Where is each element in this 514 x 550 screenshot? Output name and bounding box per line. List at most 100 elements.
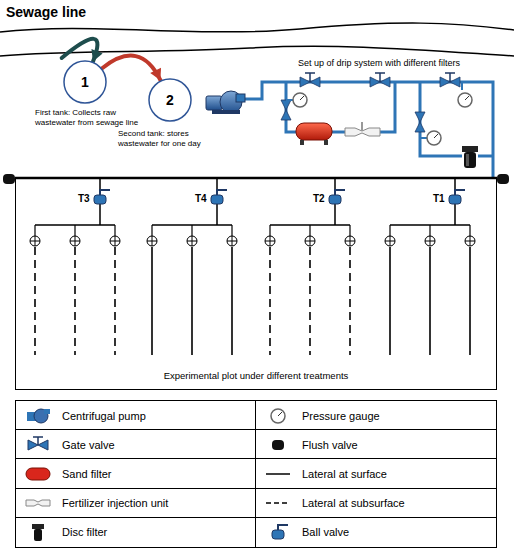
subsurface-lateral [74, 247, 76, 355]
connector-symbol [345, 236, 355, 246]
legend-symbol [264, 435, 292, 455]
ball-valve [329, 195, 341, 204]
connector-cross [465, 236, 475, 246]
sand-filter [296, 123, 332, 145]
connector-cross [425, 236, 435, 246]
arrowhead [150, 68, 161, 81]
flow-arrow [62, 39, 103, 62]
legend-text: Disc filter [62, 518, 107, 547]
connector-symbol [305, 236, 315, 246]
section-label: Set up of drip system with different fil… [298, 58, 460, 68]
treatment-label: T1 [433, 193, 445, 204]
drop-line [34, 225, 35, 236]
treatment-label: T3 [78, 193, 90, 204]
surface-lateral [429, 247, 431, 355]
node-text: Sewage line [6, 4, 86, 20]
pressure-gauge [286, 82, 472, 145]
connector-symbol [465, 236, 475, 246]
connector-cross [385, 236, 395, 246]
connector-cross [70, 236, 80, 246]
drop-line [191, 225, 192, 236]
connector-symbol [227, 236, 237, 246]
legend-text: Ball valve [302, 518, 349, 547]
centrifugal-pump [206, 91, 245, 114]
legend-cell: Lateral at subsurface [256, 489, 496, 518]
subsurface-lateral [309, 247, 311, 355]
flow-curve [102, 56, 160, 81]
surface-lateral [231, 247, 233, 355]
legend-cell: Centrifugal pump [16, 401, 256, 430]
drop-line [309, 225, 310, 236]
submain [390, 178, 470, 225]
node-text: Second tank: stores wastewater for one d… [118, 129, 222, 148]
connector-cross [147, 236, 157, 246]
connector-symbol [147, 236, 157, 246]
connector-symbol [425, 236, 435, 246]
ball-valve-handle [100, 190, 110, 195]
legend-text: Lateral at surface [302, 459, 387, 488]
flush-valve [3, 174, 509, 184]
surface-lateral [151, 247, 153, 355]
ball-valve-handle [455, 190, 465, 195]
drop-line [389, 225, 390, 236]
subsurface-lateral [349, 247, 351, 355]
surface-lateral [191, 247, 193, 355]
legend-symbol [264, 464, 292, 484]
legend-cell: Disc filter [16, 518, 256, 547]
connector-cross [265, 236, 275, 246]
connector-cross [30, 236, 40, 246]
legend-symbol [24, 522, 52, 542]
connector-cross [110, 236, 120, 246]
legend-symbol [24, 493, 52, 513]
node-text: Experimental plot under different treatm… [16, 370, 496, 381]
surface-lateral [389, 247, 391, 355]
legend-cell: Pressure gauge [256, 401, 496, 430]
submain [152, 178, 232, 225]
legend-symbol [264, 493, 292, 513]
subsurface-lateral [114, 247, 116, 355]
fertilizer-injection-unit [345, 122, 380, 136]
legend-text: Sand filter [62, 459, 112, 488]
legend-symbol [24, 406, 52, 426]
drop-line [349, 225, 350, 236]
submain [35, 178, 115, 225]
submain [270, 178, 350, 225]
subsurface-lateral [269, 247, 271, 355]
drop-line [269, 225, 270, 236]
tank-circle: 2Second tank: stores wastewater for one … [148, 78, 192, 122]
ball-valve-handle [335, 190, 345, 195]
legend-text: Gate valve [62, 430, 115, 459]
disc-filter [462, 146, 478, 168]
legend-text: Flush valve [302, 430, 358, 459]
arrowhead [91, 49, 102, 61]
connector-symbol [70, 236, 80, 246]
sewage-pipe [0, 23, 514, 56]
surface-lateral [469, 247, 471, 355]
connector-symbol [265, 236, 275, 246]
flow-arrow [102, 56, 161, 81]
tank-number: 1 [81, 74, 89, 90]
legend-cell: Gate valve [16, 430, 256, 459]
legend-table: Centrifugal pumpPressure gaugeGate valve… [15, 400, 497, 548]
connector-symbol [187, 236, 197, 246]
subsurface-lateral [34, 247, 36, 355]
drop-line [114, 225, 115, 236]
treatment-label: T2 [313, 193, 325, 204]
connector-symbol [110, 236, 120, 246]
connector-cross [305, 236, 315, 246]
legend-symbol [264, 522, 292, 542]
tank-circle: 1First tank: Collects raw wastewater fro… [63, 60, 107, 104]
tank-circle-outline [149, 79, 191, 121]
sewage-line-band: Sewage line [0, 0, 514, 58]
treatment-label: T4 [195, 193, 207, 204]
ball-valve [211, 195, 223, 204]
plot-laterals [30, 178, 475, 355]
legend-text: Lateral at subsurface [302, 489, 405, 518]
drop-line [74, 225, 75, 236]
plot-box: Experimental plot under different treatm… [15, 178, 497, 390]
tank-number: 2 [166, 92, 174, 108]
legend-cell: Flush valve [256, 430, 496, 459]
pipe-network [244, 82, 493, 178]
ball-valve-handle [217, 190, 227, 195]
